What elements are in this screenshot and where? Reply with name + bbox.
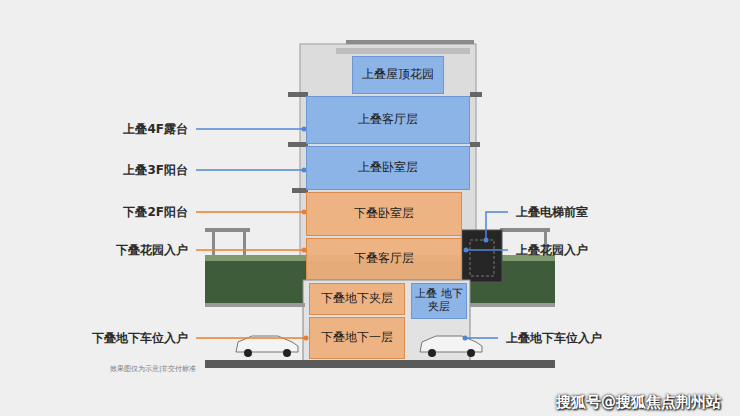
floor-band: 下叠卧室层 (306, 192, 462, 236)
balcony-slab (470, 92, 482, 97)
floor-band: 上叠客厅层 (306, 96, 470, 144)
elevator-door (470, 240, 494, 276)
callout-label: 上叠3F阳台 (123, 163, 188, 177)
leader-dot (484, 238, 489, 243)
disclaimer-note: 效果图仅为示意|非交付标准 (110, 365, 196, 373)
callout-label: 上叠4F露台 (123, 122, 188, 136)
pergola (243, 232, 246, 255)
leader-line (465, 337, 498, 339)
building-wall (300, 44, 476, 284)
car-wheel (467, 349, 475, 357)
floor-band: 下叠地下一层 (309, 317, 405, 359)
floor-name: 上叠卧室层 (355, 161, 421, 175)
basement (205, 280, 555, 368)
floor-name: 上叠屋顶花园 (359, 68, 437, 82)
building-frame (288, 40, 482, 284)
elevator-box (462, 230, 502, 282)
pergola (205, 228, 250, 232)
callout-label: 上叠地下车位入户 (506, 331, 602, 345)
callout-label: 下叠2F阳台 (123, 205, 188, 219)
watermark: 搜狐号@搜狐焦点荆州站 (556, 393, 721, 411)
car-wheel (244, 349, 252, 357)
leader-line (196, 128, 304, 130)
leader-line (486, 212, 508, 240)
balcony-slab (288, 92, 308, 97)
floor-name: 下叠客厅层 (351, 252, 417, 266)
leader-line (196, 337, 306, 339)
callout-label: 下叠地下车位入户 (92, 331, 188, 345)
leader-dot (304, 336, 309, 341)
pergola (500, 228, 550, 232)
leader-line (466, 249, 508, 251)
roof-slab (336, 48, 470, 54)
floor-band: 上叠屋顶花园 (352, 56, 444, 94)
leader-line (196, 169, 304, 171)
floor-band: 上叠 地下夹层 (411, 283, 467, 319)
floor-name: 下叠地下夹层 (318, 292, 396, 306)
callout-label: 上叠花园入户 (516, 243, 588, 257)
leader-dot (302, 127, 489, 341)
floor-band: 下叠客厅层 (306, 238, 462, 280)
floor-name: 下叠卧室层 (351, 207, 417, 221)
roof-canopy (346, 40, 474, 44)
floor-band: 下叠地下夹层 (309, 283, 405, 315)
leader-line (196, 129, 508, 338)
parking-ceiling (470, 303, 555, 307)
balcony-slab (470, 142, 480, 147)
floor-name: 上叠 地下夹层 (412, 288, 466, 313)
callout-label: 上叠电梯前室 (516, 205, 588, 219)
pergola (212, 232, 215, 255)
leader-dot (464, 248, 469, 253)
balcony-slab (288, 142, 308, 147)
floor-name: 上叠客厅层 (355, 113, 421, 127)
leader-line (196, 211, 304, 213)
floor-band: 上叠卧室层 (306, 146, 470, 190)
parking-ceiling (205, 303, 305, 307)
leader-line (196, 249, 304, 251)
car-wheel (428, 349, 436, 357)
elevator-lobby (462, 230, 502, 282)
leader-dot (463, 336, 468, 341)
floor-name: 下叠地下一层 (318, 331, 396, 345)
callout-label: 下叠花园入户 (116, 243, 188, 257)
car-wheel (283, 349, 291, 357)
parking-floor (205, 360, 555, 368)
